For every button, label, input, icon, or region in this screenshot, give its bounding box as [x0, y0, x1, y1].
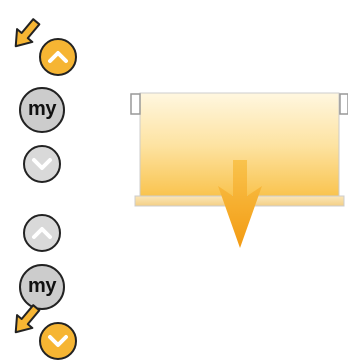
blind-bracket-left	[131, 94, 140, 114]
blind-bracket-right	[340, 94, 348, 114]
